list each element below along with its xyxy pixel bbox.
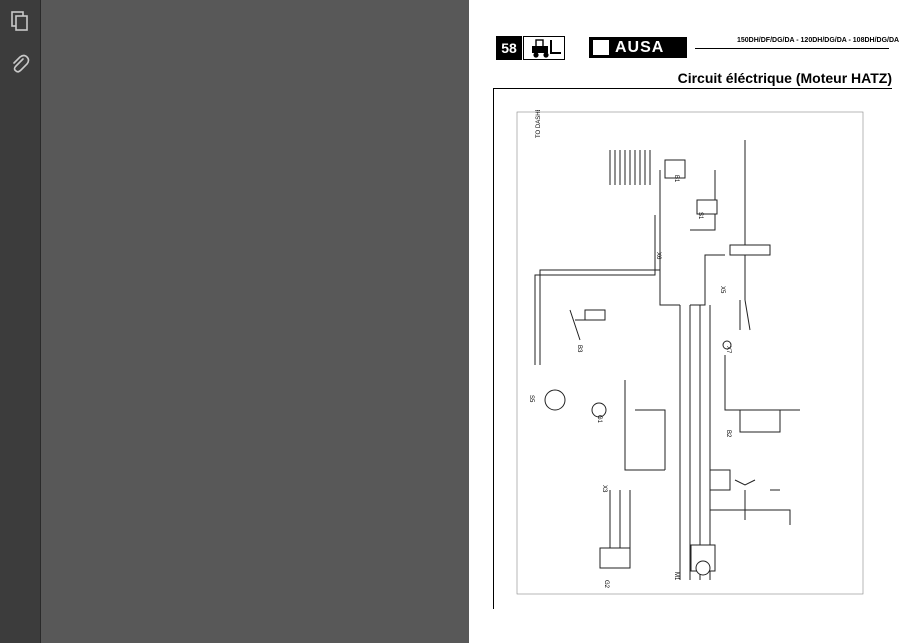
forklift-icon: [523, 36, 565, 60]
diagram-label-x3: X3: [601, 485, 607, 493]
diagram-label-x7: X7: [725, 346, 731, 354]
diagram-label-g1: G1: [596, 415, 602, 424]
paperclip-icon[interactable]: [6, 50, 34, 78]
diagram-label-b3: B3: [576, 345, 582, 353]
title-rule: [624, 88, 891, 89]
document-viewer[interactable]: 58 AUSA 150DH/DF/DG/DA - 120DH/DG/DA - 1…: [41, 0, 923, 643]
brand-logo: AUSA: [589, 37, 687, 58]
sidebar: [0, 0, 41, 643]
page-number: 58: [496, 36, 522, 60]
diagram-label-b2: B2: [725, 430, 731, 438]
brand-mark-icon: [593, 40, 609, 55]
page-title: Circuit éléctrique (Moteur HATZ): [677, 70, 892, 86]
brand-name: AUSA: [615, 38, 665, 56]
diagram-label-x6: X6: [655, 252, 661, 260]
diagram-label-s1: S1: [697, 212, 703, 220]
diagram-label-x5: X5: [719, 286, 725, 294]
diagram-label-m1: M1: [673, 572, 679, 581]
header-rule: [695, 48, 889, 49]
diagram-label-to-dashboard: TO DASHBOARD: [536, 110, 542, 138]
diagram-label-b1: B1: [673, 175, 679, 183]
diagram-label-g2: G2: [603, 580, 609, 589]
model-list: 150DH/DF/DG/DA - 120DH/DG/DA - 108DH/DG/…: [737, 37, 900, 44]
pages-icon[interactable]: [6, 8, 34, 36]
wiring-diagram: TO DASHBOARD B1 S1 X6 X5 B3 S5 G1 B2 X3 …: [516, 110, 864, 595]
pdf-page: 58 AUSA 150DH/DF/DG/DA - 120DH/DG/DA - 1…: [469, 0, 923, 643]
diagram-label-s5: S5: [528, 395, 534, 403]
